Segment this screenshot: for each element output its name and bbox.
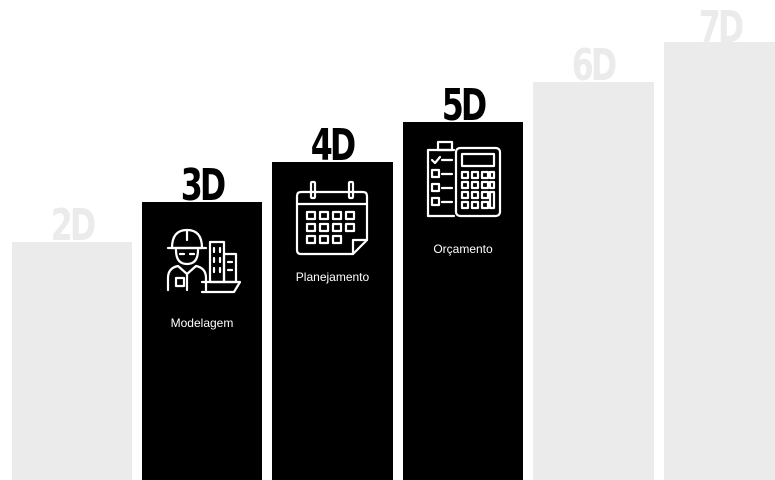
step-label-2d: 2D: [50, 200, 96, 251]
step-bar-3d: Modelagem: [142, 202, 262, 480]
step-caption-5d: Orçamento: [433, 242, 493, 256]
step-bar-6d: [533, 82, 654, 480]
step-bar-2d: [12, 242, 132, 480]
step-caption-3d: Modelagem: [170, 316, 234, 330]
step-label-6d: 6D: [571, 40, 617, 91]
step-label-3d: 3D: [180, 160, 226, 211]
engineer-building-icon: [162, 220, 242, 300]
step-label-4d: 4D: [310, 120, 356, 171]
step-bar-4d: Planejamento: [272, 162, 393, 480]
step-bar-5d: Orçamento: [403, 122, 523, 480]
step-label-5d: 5D: [441, 80, 487, 131]
calculator-checklist-icon: [424, 138, 504, 220]
calendar-icon: [295, 178, 369, 256]
step-caption-4d: Planejamento: [295, 270, 370, 284]
step-bar-7d: [664, 42, 775, 480]
